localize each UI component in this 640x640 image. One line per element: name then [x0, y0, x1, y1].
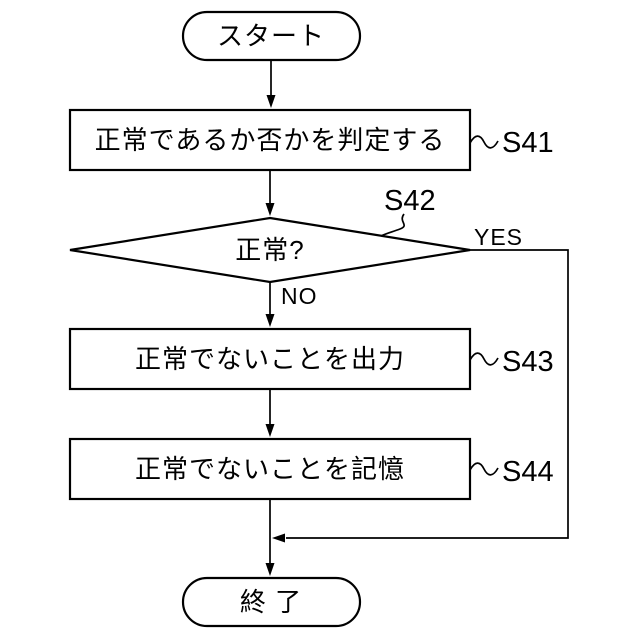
- no-branch-label: NO: [281, 283, 318, 309]
- step-connector-s42: [380, 213, 405, 237]
- arrowhead-output-to-store: [265, 424, 275, 437]
- arrowhead-store-to-end: [265, 563, 275, 576]
- start-node: [181, 10, 362, 62]
- yes-branch-label: YES: [474, 224, 523, 250]
- store-process-node: [68, 437, 472, 501]
- arrowhead-judge-to-decision: [265, 203, 275, 216]
- decision-node: [69, 216, 471, 284]
- step-label-s41: S41: [502, 127, 554, 159]
- end-node-label: 終 了: [240, 587, 302, 617]
- arrowhead-yes-branch: [272, 533, 285, 543]
- end-node: [181, 576, 362, 628]
- output-process-node: [68, 327, 472, 391]
- step-label-s44: S44: [502, 456, 554, 488]
- edge-yes-branch: [286, 249, 569, 539]
- judge-process-label: 正常であるか否かを判定する: [95, 125, 446, 155]
- step-connector-s43: [469, 352, 499, 366]
- judge-process-node: [68, 108, 472, 172]
- arrowhead-start-to-judge: [266, 95, 276, 108]
- output-process-label: 正常でないことを出力: [135, 344, 405, 374]
- step-label-s42: S42: [384, 185, 436, 217]
- step-label-s43: S43: [502, 346, 554, 378]
- step-connector-s41: [469, 135, 499, 149]
- arrowhead-no-branch: [265, 314, 275, 327]
- start-node-label: スタート: [217, 21, 325, 51]
- store-process-label: 正常でないことを記憶: [135, 454, 405, 484]
- decision-label: 正常?: [235, 235, 304, 265]
- step-connector-s44: [469, 462, 499, 476]
